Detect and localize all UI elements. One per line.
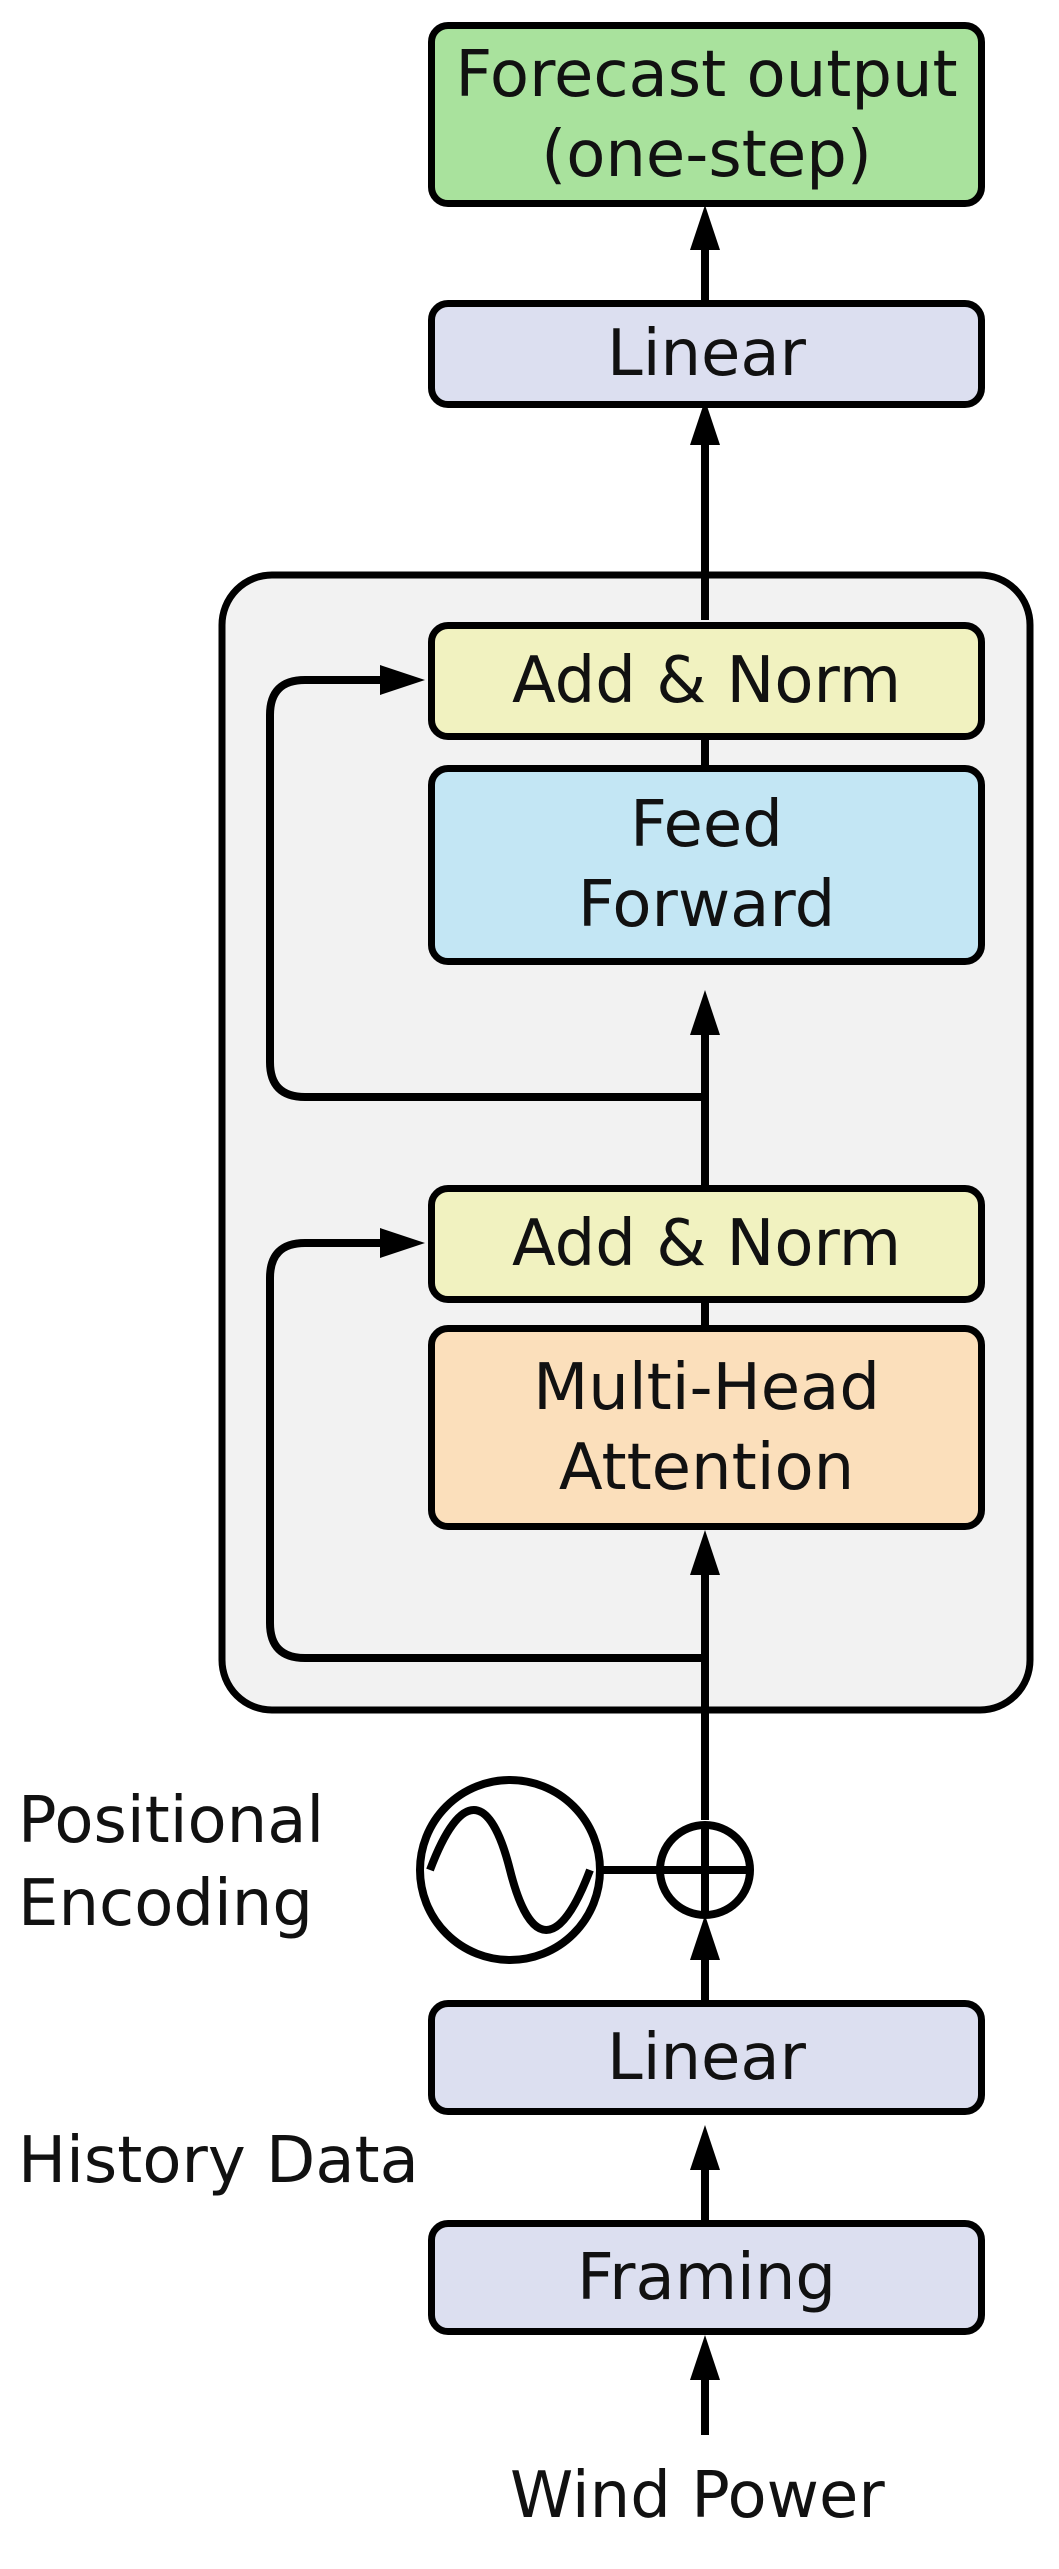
multi-head-attention-line1: Multi-Head (533, 1350, 880, 1425)
positional-label-line2: Encoding (18, 1867, 313, 1942)
multi-head-attention-line2: Attention (558, 1430, 855, 1505)
positional-label-line1: Positional (18, 1784, 325, 1858)
arrowhead-output (690, 205, 720, 250)
residual-connection-feedforward (266, 676, 705, 1101)
encoder-block (218, 571, 1034, 1714)
sine-wave-icon (426, 1806, 594, 1934)
forecast-output-box: Forecast output (one-step) (428, 22, 985, 207)
multi-head-attention-box: Multi-Head Attention (428, 1325, 985, 1530)
positional-encoding-label: Positional Encoding (18, 1780, 324, 1946)
linear-top-label: Linear (607, 317, 806, 391)
feed-forward-box: Feed Forward (428, 765, 985, 965)
wind-power-label: Wind Power (510, 2459, 885, 2533)
arrowhead-feedforward (690, 990, 720, 1035)
add-norm-bottom-label: Add & Norm (511, 1207, 902, 1281)
residual-connection-attention (266, 1239, 705, 1662)
arrowhead-framing (690, 2335, 720, 2380)
forecast-output-line2: (one-step) (541, 117, 872, 192)
arrowhead-linear-top (690, 400, 720, 445)
history-data-label: History Data (18, 2124, 419, 2198)
arrowhead-residual-feedforward (380, 665, 425, 695)
arrowhead-linear-bottom (690, 2125, 720, 2170)
arrowhead-residual-attention (380, 1228, 425, 1258)
framing-label: Framing (577, 2240, 836, 2315)
linear-bottom-box: Linear (428, 2000, 985, 2115)
linear-bottom-label: Linear (607, 2020, 806, 2095)
add-norm-bottom-box: Add & Norm (428, 1185, 985, 1303)
arrowhead-sum (690, 1915, 720, 1960)
linear-top-box: Linear (428, 300, 985, 408)
framing-box: Framing (428, 2220, 985, 2335)
arrowhead-attention (690, 1530, 720, 1575)
forecast-output-line1: Forecast output (455, 37, 958, 112)
feed-forward-line1: Feed (630, 788, 783, 862)
feed-forward-line2: Forward (577, 868, 836, 942)
add-norm-top-label: Add & Norm (511, 644, 902, 718)
add-norm-top-box: Add & Norm (428, 622, 985, 740)
